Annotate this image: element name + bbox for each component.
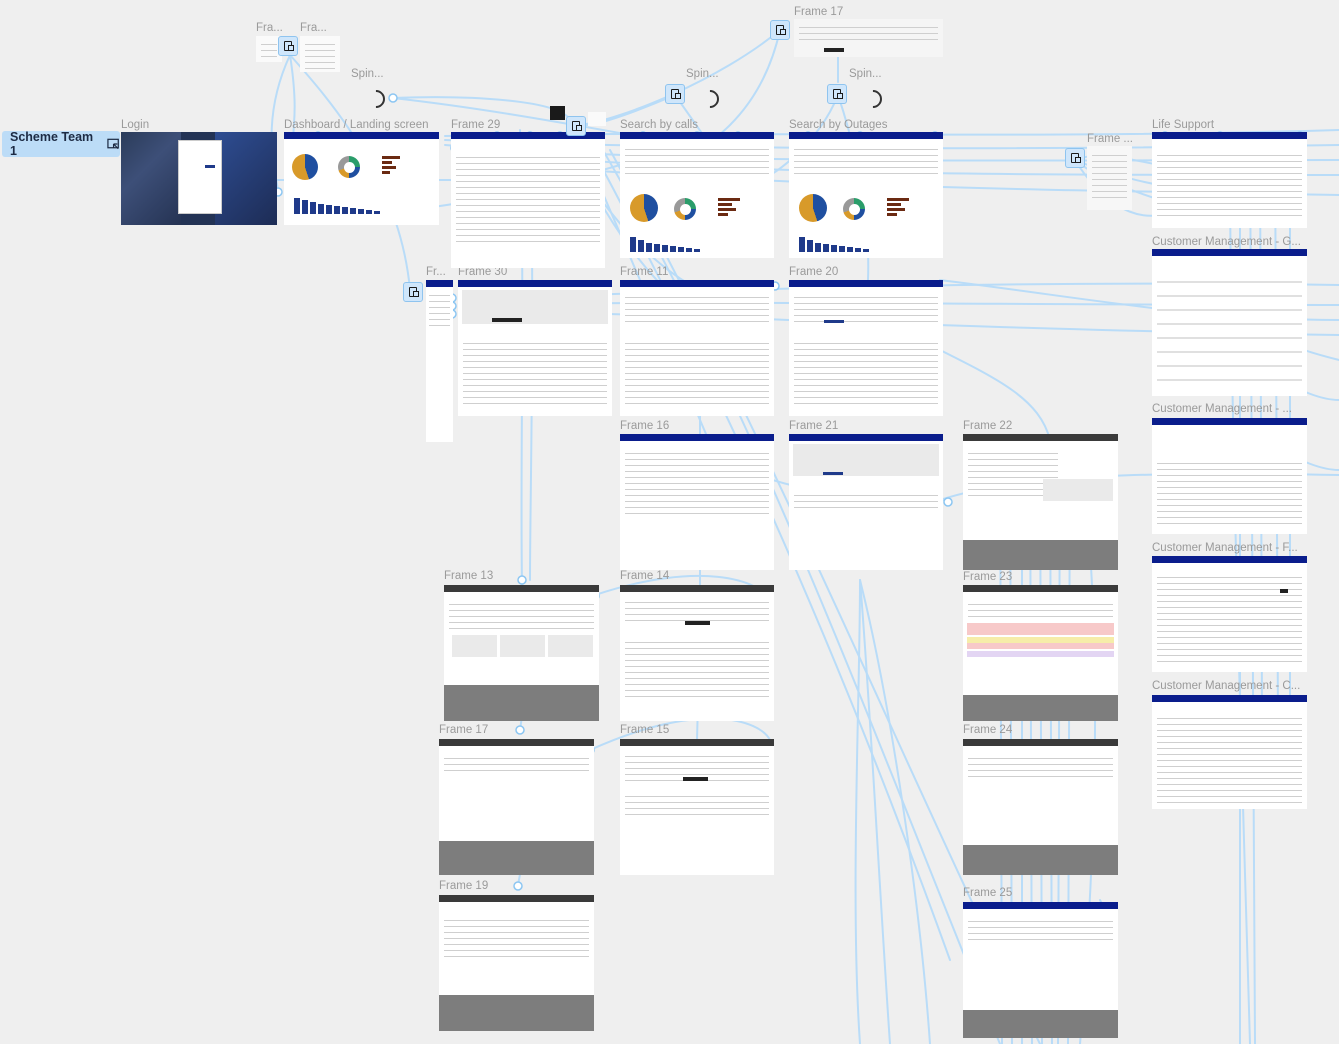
interaction-node-icon[interactable]	[770, 20, 790, 40]
frame-label[interactable]: Frame 23	[963, 571, 1013, 583]
frame-label[interactable]: Frame 30	[458, 266, 508, 278]
frame-label[interactable]: Dashboard / Landing screen	[284, 119, 429, 131]
customer-management-g-frame[interactable]	[1152, 249, 1307, 396]
frame-25[interactable]	[963, 902, 1118, 1038]
frame-thumbnail[interactable]	[794, 19, 943, 57]
frame-13[interactable]	[444, 585, 599, 721]
frame-label[interactable]: Search by calls	[620, 119, 698, 131]
frame-label[interactable]: Frame 21	[789, 420, 839, 432]
interaction-node-icon[interactable]	[665, 84, 685, 104]
frame-22[interactable]	[963, 434, 1118, 570]
frame-29[interactable]	[451, 132, 605, 268]
dark-widget[interactable]	[550, 106, 565, 120]
frame-label[interactable]: Customer Management - F...	[1152, 542, 1298, 554]
interaction-node-icon[interactable]	[278, 36, 298, 56]
frame-label[interactable]: Fr...	[426, 266, 446, 278]
frame-label[interactable]: Frame 13	[444, 570, 494, 582]
frame-label[interactable]: Fra...	[300, 22, 327, 34]
dashboard-frame[interactable]	[284, 132, 439, 225]
frame-label[interactable]: Search by Outages	[789, 119, 888, 131]
frame-30[interactable]	[458, 280, 612, 416]
frame-15[interactable]	[620, 739, 774, 875]
frame-17[interactable]	[439, 739, 594, 875]
frame-label[interactable]: Customer Management - C...	[1152, 680, 1301, 692]
frame-11[interactable]	[620, 280, 774, 416]
customer-management-frame[interactable]	[1152, 418, 1307, 534]
frame-label[interactable]: Fra...	[256, 22, 283, 34]
login-card	[178, 140, 222, 214]
customer-management-c-frame[interactable]	[1152, 695, 1307, 809]
frame-label[interactable]: Frame 29	[451, 119, 501, 131]
frame-label[interactable]: Life Support	[1152, 119, 1215, 131]
life-support-frame[interactable]	[1152, 132, 1307, 228]
interaction-node-icon[interactable]	[403, 282, 423, 302]
frame-20[interactable]	[789, 280, 943, 416]
scheme-team-badge[interactable]: Scheme Team 1	[2, 130, 120, 158]
customer-management-f-frame[interactable]	[1152, 556, 1307, 672]
frame-label[interactable]: Frame 22	[963, 420, 1013, 432]
login-frame[interactable]	[121, 132, 277, 225]
present-icon	[107, 138, 119, 150]
frame-label[interactable]: Spin...	[849, 68, 882, 80]
search-by-calls-frame[interactable]	[620, 132, 774, 258]
frame-thumbnail[interactable]	[256, 36, 282, 62]
scheme-team-label: Scheme Team 1	[10, 130, 94, 158]
frame-14[interactable]	[620, 585, 774, 721]
frame-19[interactable]	[439, 895, 594, 1031]
frame-label[interactable]: Frame 25	[963, 887, 1013, 899]
frame-16[interactable]	[620, 434, 774, 570]
frame-label[interactable]: Frame 19	[439, 880, 489, 892]
interaction-node-icon[interactable]	[566, 116, 586, 136]
frame-label[interactable]: Customer Management - ...	[1152, 403, 1292, 415]
frame-thumbnail[interactable]	[588, 112, 606, 126]
frame-label[interactable]: Frame 16	[620, 420, 670, 432]
frame-label[interactable]: Frame 20	[789, 266, 839, 278]
search-by-outages-frame[interactable]	[789, 132, 943, 258]
frame-24[interactable]	[963, 739, 1118, 875]
frame-label[interactable]: Customer Management - G...	[1152, 236, 1301, 248]
frame-label[interactable]: Frame ...	[1087, 133, 1134, 145]
frame-label[interactable]: Frame 11	[620, 266, 669, 278]
frame-23[interactable]	[963, 585, 1118, 721]
frame-label[interactable]: Login	[121, 119, 150, 131]
frame-label[interactable]: Frame 17	[794, 6, 844, 18]
sidebar-frame[interactable]	[426, 280, 453, 442]
frame-21[interactable]	[789, 434, 943, 570]
frame-label[interactable]: Spin...	[351, 68, 384, 80]
frame-label[interactable]: Frame 24	[963, 724, 1013, 736]
frame-thumbnail[interactable]	[1087, 146, 1132, 210]
interaction-node-icon[interactable]	[827, 84, 847, 104]
interaction-node-icon[interactable]	[1065, 148, 1085, 168]
frame-label[interactable]: Frame 15	[620, 724, 670, 736]
frame-thumbnail[interactable]	[300, 36, 340, 72]
frame-label[interactable]: Frame 17	[439, 724, 489, 736]
frame-label[interactable]: Spin...	[686, 68, 719, 80]
frame-label[interactable]: Frame 14	[620, 570, 670, 582]
